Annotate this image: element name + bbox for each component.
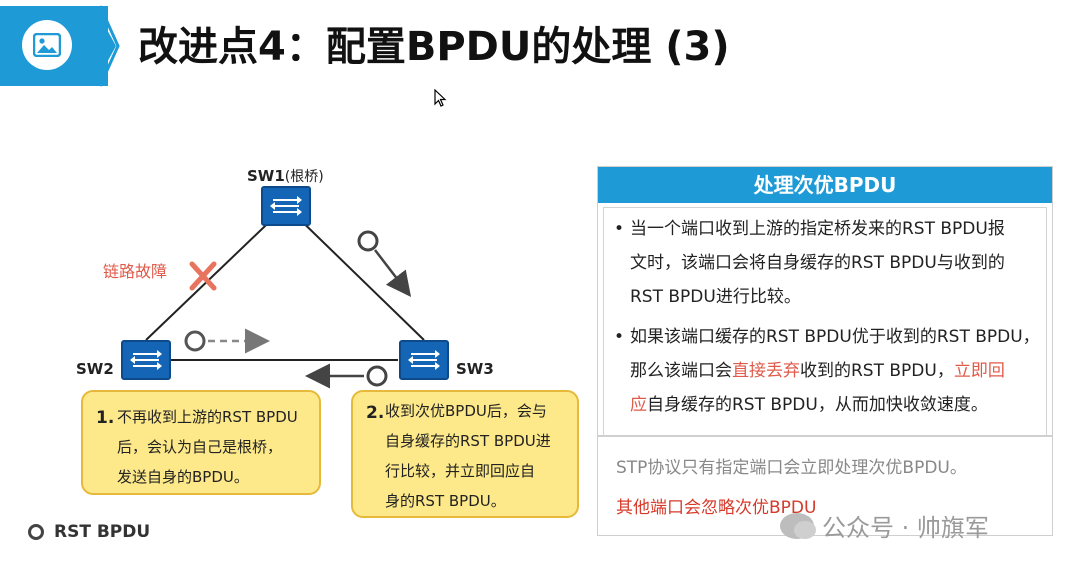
- sw2-label: SW2: [76, 360, 114, 378]
- link-fault-label: 链路故障: [103, 262, 168, 281]
- note1-line-3: 发送自身的BPDU。: [117, 468, 249, 486]
- note2-line-1: 收到次优BPDU后，会与: [385, 402, 547, 420]
- switch-sw3-icon[interactable]: [399, 340, 449, 380]
- note-sw2: 1. 不再收到上游的RST BPDU 后，会认为自己是根桥， 发送自身的BPDU…: [81, 390, 321, 495]
- other-ports-note: 其他端口会忽略次优BPDU: [616, 498, 817, 518]
- note1-number: 1.: [96, 408, 115, 428]
- panel-divider: [598, 435, 1052, 437]
- sw1-root-note: (根桥): [284, 169, 324, 185]
- bullet1-line-1: 当一个端口收到上游的指定桥发来的RST BPDU报: [630, 219, 1005, 239]
- chevron-outline: [98, 5, 120, 87]
- note1-line-2: 后，会认为自己是根桥，: [117, 438, 283, 456]
- watermark-text: 公众号 · 帅旗军: [822, 514, 989, 542]
- wechat-logo-icon: [780, 512, 816, 539]
- bpdu-sw3-to-sw2: [305, 363, 388, 389]
- link-sw1-sw3: [285, 205, 425, 341]
- legend: RST BPDU: [28, 522, 150, 542]
- link-sw1-sw2: [145, 205, 287, 341]
- switch-sw1-icon[interactable]: [261, 186, 311, 226]
- note2-line-4: 身的RST BPDU。: [385, 492, 506, 510]
- legend-label: RST BPDU: [54, 522, 151, 542]
- bullet2-line-2: 那么该端口会直接丢弃收到的RST BPDU，立即回: [630, 361, 1005, 381]
- bpdu-circle-icon: [28, 524, 44, 540]
- highlight-respond: 立即回: [953, 361, 1005, 381]
- topology-diagram: SW1(根桥) SW2 SW3 链路故障 1. 不再收到上游的RST BPDU …: [28, 167, 579, 542]
- note-sw3: 2. 收到次优BPDU后，会与 自身缓存的RST BPDU进 行比较，并立即回应…: [351, 390, 579, 518]
- highlight-discard: 直接丢弃: [732, 361, 800, 381]
- watermark: 公众号 · 帅旗军: [780, 508, 989, 543]
- info-panel: 处理次优BPDU • 当一个端口收到上游的指定桥发来的RST BPDU报 文时，…: [597, 166, 1053, 536]
- bullet1-line-3: RST BPDU进行比较。: [630, 287, 801, 307]
- note1-line-1: 不再收到上游的RST BPDU: [117, 408, 298, 426]
- bpdu-sw2-to-sw3: [184, 328, 270, 354]
- bullet1-line-2: 文时，该端口会将自身缓存的RST BPDU与收到的: [630, 253, 1005, 273]
- mouse-cursor-icon: [434, 89, 447, 107]
- note2-line-3: 行比较，并立即回应自: [385, 462, 536, 480]
- topology-links: [145, 205, 425, 389]
- stp-note: STP协议只有指定端口会立即处理次优BPDU。: [616, 458, 967, 478]
- bullet2-line-1: 如果该端口缓存的RST BPDU优于收到的RST BPDU，: [630, 327, 1040, 347]
- bullet-dot: •: [614, 327, 625, 347]
- bpdu-sw1-to-sw3: [357, 230, 412, 297]
- panel-title: 处理次优BPDU: [598, 167, 1052, 203]
- link-fault-x-icon: [189, 261, 217, 291]
- switch-sw2-icon[interactable]: [121, 340, 171, 380]
- image-icon: [22, 20, 72, 70]
- page-title: 改进点4：配置BPDU的处理 (3): [138, 24, 730, 70]
- panel-body: • 当一个端口收到上游的指定桥发来的RST BPDU报 文时，该端口会将自身缓存…: [603, 207, 1047, 437]
- sw3-label: SW3: [456, 360, 494, 378]
- bullet-dot: •: [614, 219, 625, 239]
- sw1-label: SW1(根桥): [247, 167, 324, 185]
- note2-number: 2.: [366, 403, 385, 423]
- note2-line-2: 自身缓存的RST BPDU进: [385, 432, 551, 450]
- bullet2-line-3: 应自身缓存的RST BPDU，从而加快收敛速度。: [630, 395, 988, 415]
